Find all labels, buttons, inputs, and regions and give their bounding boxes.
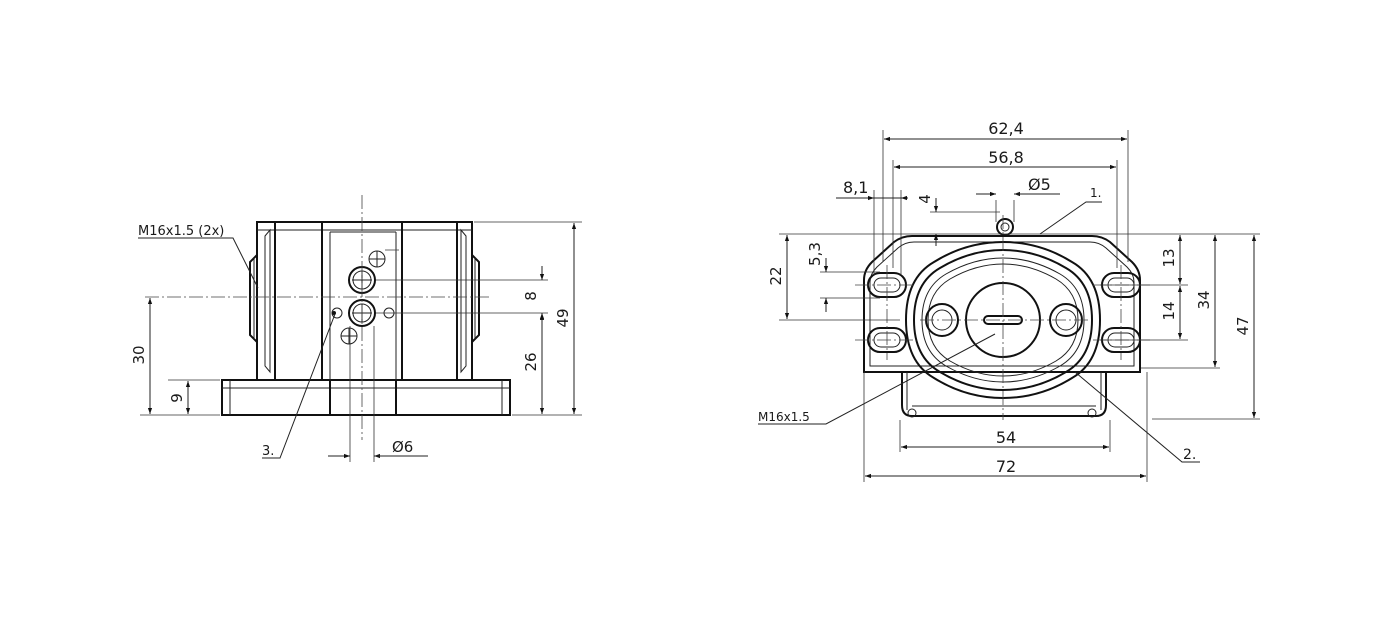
dim-9: 9 (168, 393, 186, 403)
dim-49: 49 (554, 308, 572, 327)
front-thread-label: M16x1.5 (758, 410, 810, 424)
dim-14: 14 (1160, 301, 1178, 320)
side-view: M16x1.5 (2x) 3. 49 30 9 26 8 Ø6 (130, 195, 582, 462)
dim-47: 47 (1234, 316, 1252, 335)
front-flange (863, 235, 1141, 373)
side-thread-label: M16x1.5 (2x) (138, 224, 224, 239)
dim-13: 13 (1160, 248, 1178, 267)
dim-54: 54 (996, 428, 1016, 447)
side-base-plate (221, 379, 511, 416)
dim-30: 30 (130, 345, 148, 364)
dim-5-3: 5,3 (806, 242, 824, 266)
callout-2: 2. (1183, 447, 1196, 463)
callout-1: 1. (1090, 186, 1101, 200)
callout-3: 3. (262, 444, 274, 459)
side-housing (256, 221, 473, 381)
front-view: 62,4 56,8 8,1 4 Ø5 1. 22 5,3 13 14 34 47… (758, 119, 1260, 482)
dim-72: 72 (996, 457, 1016, 476)
dim-8-1: 8,1 (843, 178, 868, 197)
front-top-pin (996, 218, 1014, 236)
dim-dia5: Ø5 (1028, 175, 1051, 194)
dim-8: 8 (522, 291, 540, 301)
dim-dia6: Ø6 (392, 438, 413, 456)
dim-56-8: 56,8 (988, 148, 1024, 167)
dim-26: 26 (522, 352, 540, 371)
dim-62-4: 62,4 (988, 119, 1024, 138)
side-center-column (321, 222, 331, 415)
dim-4: 4 (916, 194, 934, 204)
dim-34: 34 (1195, 290, 1213, 309)
dim-22: 22 (767, 266, 785, 285)
front-body (901, 372, 1107, 417)
